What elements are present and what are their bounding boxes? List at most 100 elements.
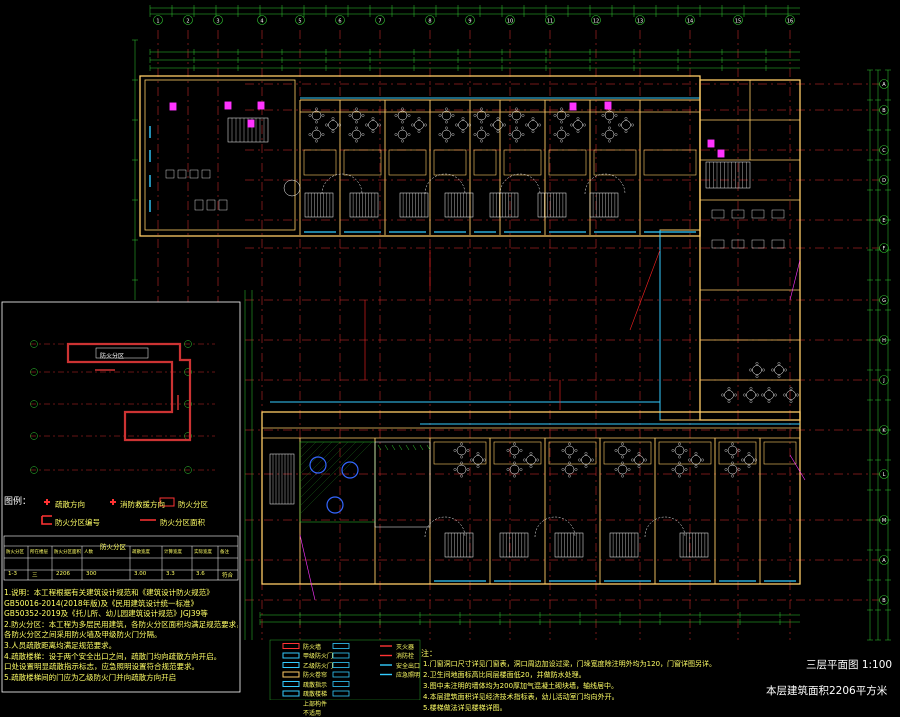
legend-item-zone: 防火分区: [178, 500, 208, 509]
table-cell: 三: [32, 573, 38, 579]
axis-label-top: 2: [186, 19, 189, 25]
table-cluster: [727, 445, 738, 456]
chair: [445, 107, 448, 111]
desk: [731, 209, 745, 219]
key-axis-bubble: [184, 400, 192, 408]
chair: [631, 458, 634, 462]
chair: [506, 468, 510, 471]
chair: [503, 123, 506, 127]
chair: [451, 133, 455, 136]
chair: [411, 123, 414, 127]
bottom-legend-label: 消防栓: [396, 653, 415, 660]
chair: [321, 114, 325, 117]
chair: [355, 107, 358, 111]
chair: [621, 442, 624, 446]
chair: [538, 123, 541, 127]
axis-bubble-top: [295, 15, 305, 25]
chair: [614, 449, 618, 452]
chair: [566, 133, 570, 136]
key-axis-bubble: [30, 432, 38, 440]
classroom-toilet: [658, 441, 712, 465]
axis-label-top: 4: [260, 19, 263, 25]
chair: [468, 123, 471, 127]
plan-note-line: 3.图中未注明的墙体均为200厚加气混凝土砌块墙，轴线居中。: [423, 682, 619, 690]
chair: [445, 120, 448, 124]
chair: [508, 114, 512, 117]
axis-label-right: A: [882, 558, 886, 564]
chair: [470, 458, 473, 462]
legend-symbol: [332, 690, 350, 697]
chair: [480, 107, 483, 111]
table-cluster: [528, 120, 538, 130]
table-cluster: [476, 110, 487, 121]
table-cell: 1-3: [8, 571, 17, 577]
chair: [407, 114, 411, 117]
chair: [608, 139, 611, 143]
fixture: [194, 199, 204, 211]
chair: [460, 461, 463, 465]
chair: [741, 458, 744, 462]
classroom-toilet: [433, 149, 467, 176]
chair: [466, 468, 470, 471]
chair: [591, 458, 594, 462]
design-note-line: GB50352-2019及《托儿所、幼儿园建筑设计规范》JGJ39等: [4, 609, 208, 619]
play-circle: [309, 456, 327, 474]
play-circle: [341, 461, 359, 479]
chair: [371, 117, 375, 120]
table-header: 计算宽度: [164, 550, 182, 555]
axis-bubble-top: [153, 15, 163, 25]
chair: [476, 465, 480, 468]
chair: [560, 126, 563, 130]
chair: [724, 449, 728, 452]
chair: [762, 368, 765, 372]
hatch-line: [299, 441, 317, 459]
table-cluster: [744, 455, 754, 465]
door-symbol: [257, 101, 265, 110]
chair: [731, 442, 734, 446]
table-cluster: [476, 129, 487, 140]
plan-note-line: 5.楼梯做法详见楼梯详图。: [423, 704, 507, 712]
door-symbol: [717, 149, 725, 158]
bed-rows: [304, 192, 334, 218]
fixture: [189, 169, 199, 179]
axis-bubble-right: [879, 145, 889, 155]
chair: [521, 133, 525, 136]
axis-label-top: 12: [593, 19, 599, 25]
table-cluster: [397, 129, 408, 140]
chair: [560, 120, 563, 124]
chair: [371, 130, 375, 133]
table-cluster: [621, 120, 631, 130]
key-axis-bubble: [30, 368, 38, 376]
chair: [531, 117, 535, 120]
plant-mark: [426, 444, 431, 451]
table-cluster: [397, 110, 408, 121]
chair: [476, 452, 480, 455]
chair: [519, 449, 523, 452]
axis-label-right: G: [882, 298, 886, 304]
axis-label-right: H: [882, 338, 886, 344]
bed-arc: [424, 173, 466, 195]
chair: [523, 458, 526, 462]
chair: [614, 468, 618, 471]
table-cluster: [368, 120, 378, 130]
axis-label-top: 6: [338, 19, 341, 25]
key-plan-panel: [1, 301, 241, 693]
chair: [727, 400, 731, 403]
section-line: [789, 259, 801, 301]
legend-symbol: [282, 681, 300, 687]
axis-bubble-right: [879, 295, 889, 305]
chair: [438, 133, 442, 136]
chair: [348, 114, 352, 117]
table-cluster: [509, 464, 520, 475]
chair: [480, 139, 483, 143]
bottom-legend-label: 防火卷帘: [303, 672, 328, 679]
chair: [355, 126, 358, 130]
axis-label-right: A: [882, 82, 886, 88]
chair: [453, 468, 457, 471]
classroom-toilet: [548, 441, 597, 465]
hatch-line: [299, 441, 349, 491]
chair: [731, 474, 734, 478]
desk: [711, 209, 725, 219]
classroom-toilet: [763, 441, 797, 465]
